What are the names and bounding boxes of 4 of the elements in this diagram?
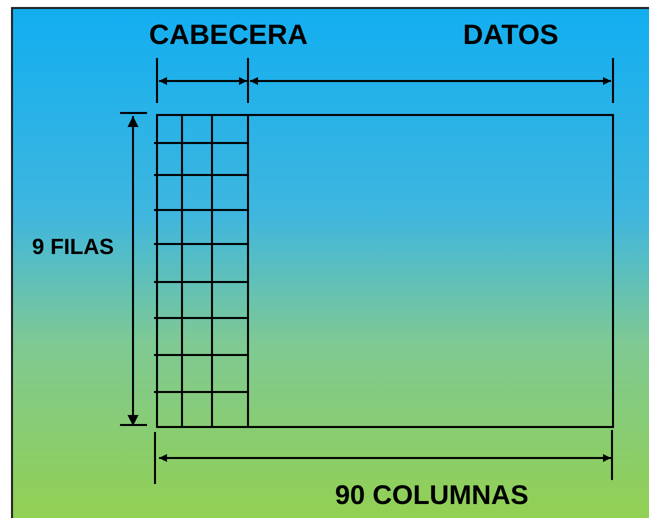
dimension-label: CABECERA [149, 21, 308, 49]
dimension-label: 9 FILAS [32, 236, 114, 258]
dimension-label: DATOS [463, 21, 558, 49]
dimension-label: 90 COLUMNAS [335, 482, 529, 509]
